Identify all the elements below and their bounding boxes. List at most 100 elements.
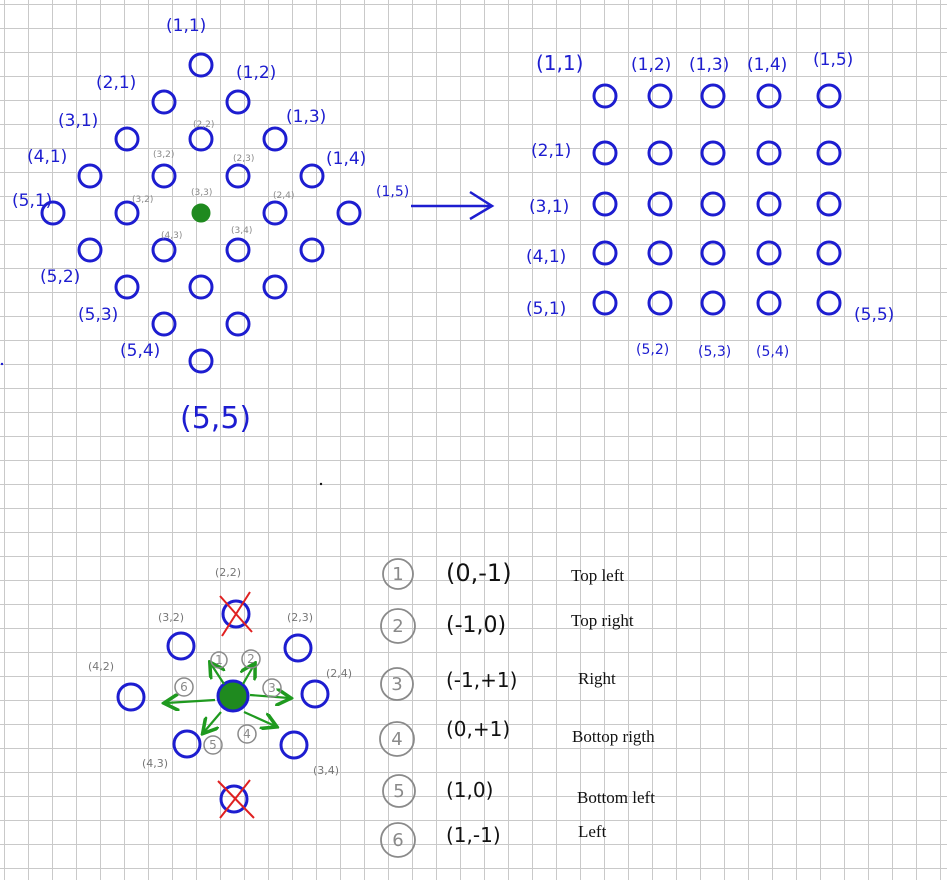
diamond-node xyxy=(114,126,140,152)
diamond-label-3-1: (3,1) xyxy=(58,111,98,131)
legend-desc: Left xyxy=(578,822,607,841)
legend-number: 3 xyxy=(391,674,402,695)
neighbor-number: 4 xyxy=(243,727,251,741)
grid-col-label: (1,5) xyxy=(813,50,853,70)
diamond-node xyxy=(151,237,177,263)
diamond-big-labels: (1,1) (2,1) (1,2) (3,1) (1,3) (4,1) (1,4… xyxy=(12,16,409,436)
diamond-label-5-1: (5,1) xyxy=(12,191,52,211)
grid-node xyxy=(647,191,673,217)
grid-node xyxy=(647,240,673,266)
legend-delta: (-1,+1) xyxy=(446,668,517,692)
legend-number: 2 xyxy=(392,616,403,637)
stray-dot xyxy=(319,482,323,486)
grid-col-label: (1,1) xyxy=(536,51,583,75)
neighbor-number: 6 xyxy=(180,680,188,694)
diamond-label-1-1: (1,1) xyxy=(166,16,206,36)
neighbor-label: (4,3) xyxy=(142,757,168,770)
grid-node xyxy=(700,191,726,217)
diamond-label-1-5: (1,5) xyxy=(376,184,409,200)
diamond-node xyxy=(40,200,66,226)
diamond-label-1-4: (1,4) xyxy=(326,149,366,169)
legend-descriptions: Top left Top right Right Bottop rigth Bo… xyxy=(571,566,655,841)
diamond-node xyxy=(188,348,214,374)
diamond-label-1-2: (1,2) xyxy=(236,63,276,83)
grid-node xyxy=(700,240,726,266)
diamond-small-labels: (2,2) (3,2) (2,3) (3,3) (3,2) (2,4) (4,3… xyxy=(132,120,294,241)
neighbor-number-badges xyxy=(174,649,282,755)
grid-col-label: (1,2) xyxy=(631,55,671,75)
transform-arrow xyxy=(411,190,495,221)
diamond-small-label: (2,3) xyxy=(233,154,254,164)
diamond-label-4-1: (4,1) xyxy=(27,147,67,167)
neighbor-circles xyxy=(116,599,330,814)
removed-neighbor-crosses xyxy=(217,591,255,819)
neighbor-label: (3,4) xyxy=(313,764,339,777)
grid-labels: (1,1) (1,2) (1,3) (1,4) (1,5) (2,1) (3,1… xyxy=(526,50,894,360)
diamond-small-label: (2,4) xyxy=(273,191,294,201)
grid-row-label: (3,1) xyxy=(529,197,569,217)
grid-col-label: (1,4) xyxy=(747,55,787,75)
neighbor-label: (2,2) xyxy=(215,566,241,579)
grid-node xyxy=(700,290,726,316)
neighbor-number: 1 xyxy=(215,653,223,667)
legend-desc: Bottom left xyxy=(577,788,655,807)
grid-node xyxy=(816,83,842,109)
legend-delta: (1,0) xyxy=(446,778,493,802)
grid-node xyxy=(647,140,673,166)
diamond-node xyxy=(262,200,288,226)
neighbor-number: 5 xyxy=(209,738,217,752)
legend-desc: Right xyxy=(578,669,616,688)
grid-node xyxy=(756,83,782,109)
diamond-node xyxy=(188,52,214,78)
grid-node xyxy=(647,290,673,316)
grid-node xyxy=(592,240,618,266)
legend-desc: Top left xyxy=(571,566,624,585)
diamond-label-5-5: (5,5) xyxy=(180,401,251,436)
legend-number: 6 xyxy=(392,830,403,851)
diamond-label-5-4: (5,4) xyxy=(120,341,160,361)
legend-number: 4 xyxy=(391,729,402,750)
grid-node xyxy=(816,140,842,166)
diamond-node xyxy=(114,274,140,300)
diamond-label-2-1: (2,1) xyxy=(96,73,136,93)
diamond-node xyxy=(77,237,103,263)
grid-node xyxy=(756,240,782,266)
grid-bottom-label: (5,4) xyxy=(756,344,789,360)
stray-dot xyxy=(0,362,4,366)
neighbor-label: (4,2) xyxy=(88,660,114,673)
grid-node xyxy=(756,191,782,217)
diamond-small-label: (3,3) xyxy=(191,188,212,198)
diamond-node xyxy=(151,163,177,189)
neighbor-label: (3,2) xyxy=(158,611,184,624)
grid-bottom-label: (5,2) xyxy=(636,342,669,358)
legend-delta: (0,-1) xyxy=(446,559,512,587)
legend-delta: (-1,0) xyxy=(446,613,506,638)
legend-delta: (1,-1) xyxy=(446,823,501,847)
grid-row-label: (2,1) xyxy=(531,141,571,161)
legend-deltas: (0,-1) (-1,0) (-1,+1) (0,+1) (1,0) (1,-1… xyxy=(446,559,517,847)
diamond-node xyxy=(299,237,325,263)
grid-node xyxy=(592,191,618,217)
diamond-node xyxy=(151,89,177,115)
diamond-node xyxy=(77,163,103,189)
diamond-node xyxy=(225,237,251,263)
grid-row-label: (5,1) xyxy=(526,299,566,319)
diamond-node xyxy=(299,163,325,189)
diamond-node xyxy=(225,311,251,337)
legend-number-circles xyxy=(379,558,416,858)
diamond-node xyxy=(336,200,362,226)
legend-desc: Top right xyxy=(571,611,634,630)
diamond-center-node xyxy=(191,203,211,223)
diamond-small-label: (3,4) xyxy=(231,226,252,236)
grid-node xyxy=(592,290,618,316)
grid-node xyxy=(756,290,782,316)
neighbor-number: 3 xyxy=(268,681,276,695)
legend-delta: (0,+1) xyxy=(446,717,510,741)
neighbor-number: 2 xyxy=(247,652,255,666)
legend-desc: Bottop rigth xyxy=(572,727,655,746)
grid-corner-label: (5,5) xyxy=(854,305,894,325)
diamond-node xyxy=(262,126,288,152)
grid-node xyxy=(816,290,842,316)
legend-number: 5 xyxy=(393,781,404,802)
